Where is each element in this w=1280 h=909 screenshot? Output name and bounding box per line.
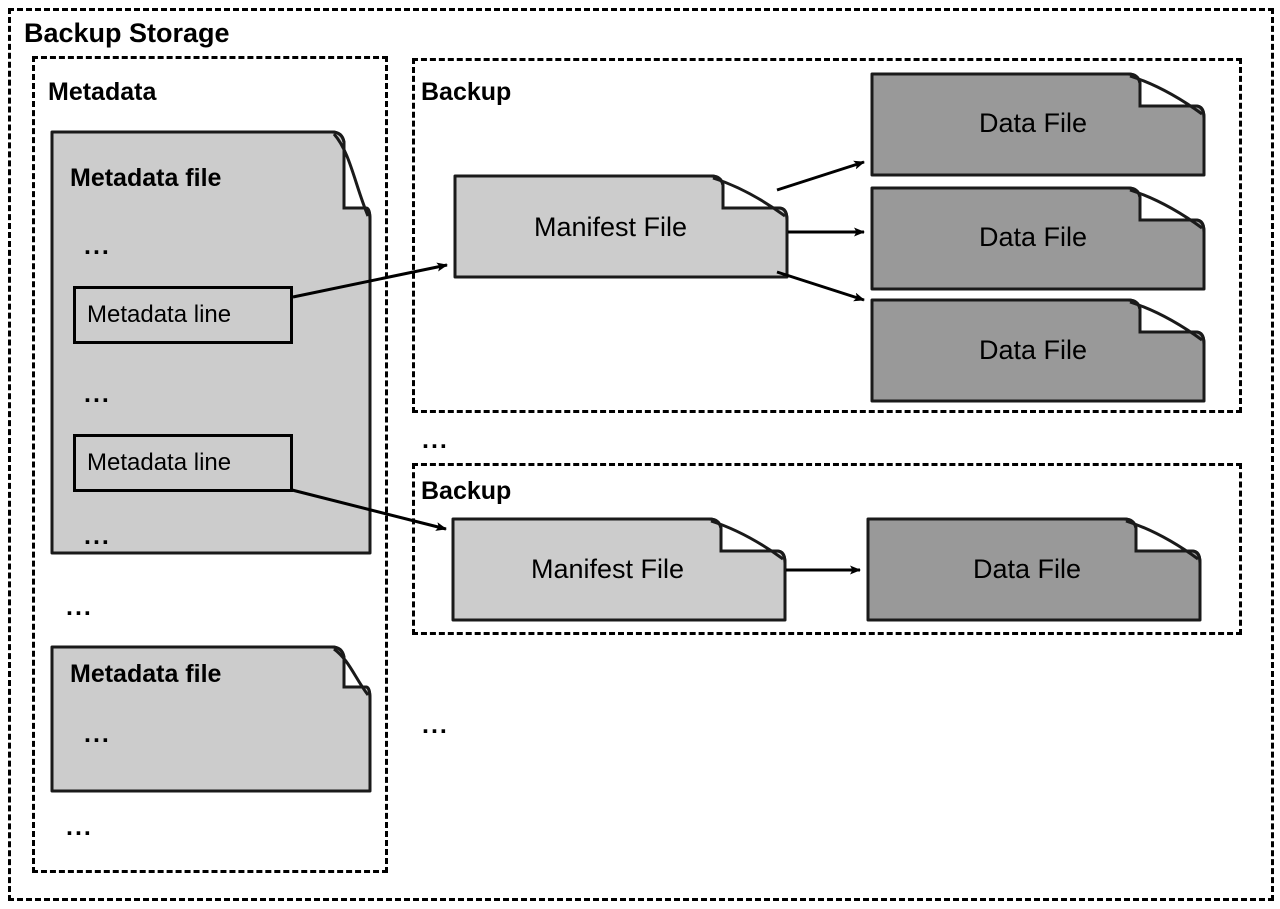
backup-1-data-file-1[interactable]: [870, 72, 1206, 177]
metadata-group-title: Metadata: [48, 78, 157, 106]
metadata-file-2[interactable]: [50, 645, 372, 793]
metadata-file-1-ellipsis-mid: ...: [84, 380, 111, 408]
metadata-group-container: [32, 56, 388, 873]
backup-1-data-file-3-label: Data File: [979, 335, 1088, 365]
backup-2-manifest-file[interactable]: [451, 517, 787, 622]
backup-2-data-file-1-label: Data File: [973, 554, 1082, 584]
backup-2-data-file-1[interactable]: [866, 517, 1202, 622]
backup-storage-container: [8, 8, 1274, 901]
backup-1-manifest-file-label: Manifest File: [534, 212, 688, 242]
backup-column-ellipsis-between: ...: [422, 426, 449, 454]
metadata-file-2-label: Metadata file: [70, 660, 222, 688]
backup-1-data-file-3[interactable]: [870, 298, 1206, 403]
metadata-line-1[interactable]: Metadata line: [73, 286, 293, 344]
backup-column-ellipsis-after: ...: [422, 711, 449, 739]
backup-1-data-file-1-label: Data File: [979, 108, 1088, 138]
metadata-line-2[interactable]: Metadata line: [73, 434, 293, 492]
metadata-group-ellipsis-after: ...: [66, 813, 93, 841]
metadata-file-2-ellipsis-top: ...: [84, 720, 111, 748]
backup-1-data-file-2[interactable]: [870, 186, 1206, 291]
metadata-line-1-label: Metadata line: [87, 301, 232, 328]
backup-storage-title: Backup Storage: [24, 18, 230, 48]
metadata-file-1-label: Metadata file: [70, 164, 222, 192]
backup-2-manifest-file-label: Manifest File: [531, 554, 685, 584]
metadata-file-1-ellipsis-top: ...: [84, 232, 111, 260]
metadata-group-ellipsis-between: ...: [66, 593, 93, 621]
metadata-file-1-ellipsis-bottom: ...: [84, 522, 111, 550]
backup-1-data-file-2-label: Data File: [979, 222, 1088, 252]
metadata-line-2-label: Metadata line: [87, 449, 232, 476]
backup-2-container: [412, 463, 1242, 635]
backup-1-title: Backup: [421, 78, 512, 106]
backup-1-container: [412, 58, 1242, 413]
backup-1-manifest-file[interactable]: [453, 174, 789, 279]
backup-2-title: Backup: [421, 477, 512, 505]
